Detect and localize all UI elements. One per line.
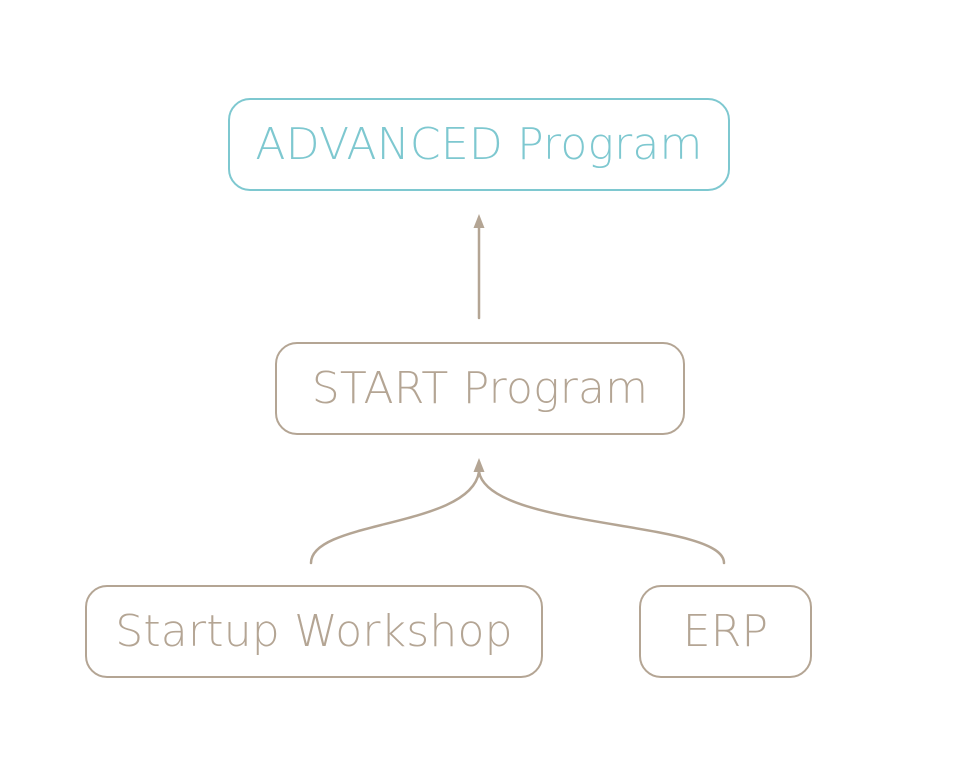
edge-start-to-advanced: [473, 214, 485, 320]
node-erp: ERP: [639, 585, 812, 678]
edge-workshop-to-start-curve: [309, 470, 481, 565]
node-start-program: START Program: [275, 342, 685, 435]
arrowhead-up-icon: [473, 458, 485, 472]
node-advanced-program-label: ADVANCED Program: [255, 118, 703, 170]
node-start-program-label: START Program: [311, 362, 649, 414]
edge-erp-to-start: [477, 470, 726, 565]
edge-erp-to-start-curve: [477, 470, 726, 565]
node-advanced-program: ADVANCED Program: [228, 98, 730, 191]
node-startup-workshop-label: Startup Workshop: [115, 605, 513, 657]
edge-workshop-to-start: [309, 470, 481, 565]
arrowhead-up-icon: [473, 214, 485, 228]
node-startup-workshop: Startup Workshop: [85, 585, 543, 678]
node-erp-label: ERP: [682, 605, 769, 657]
